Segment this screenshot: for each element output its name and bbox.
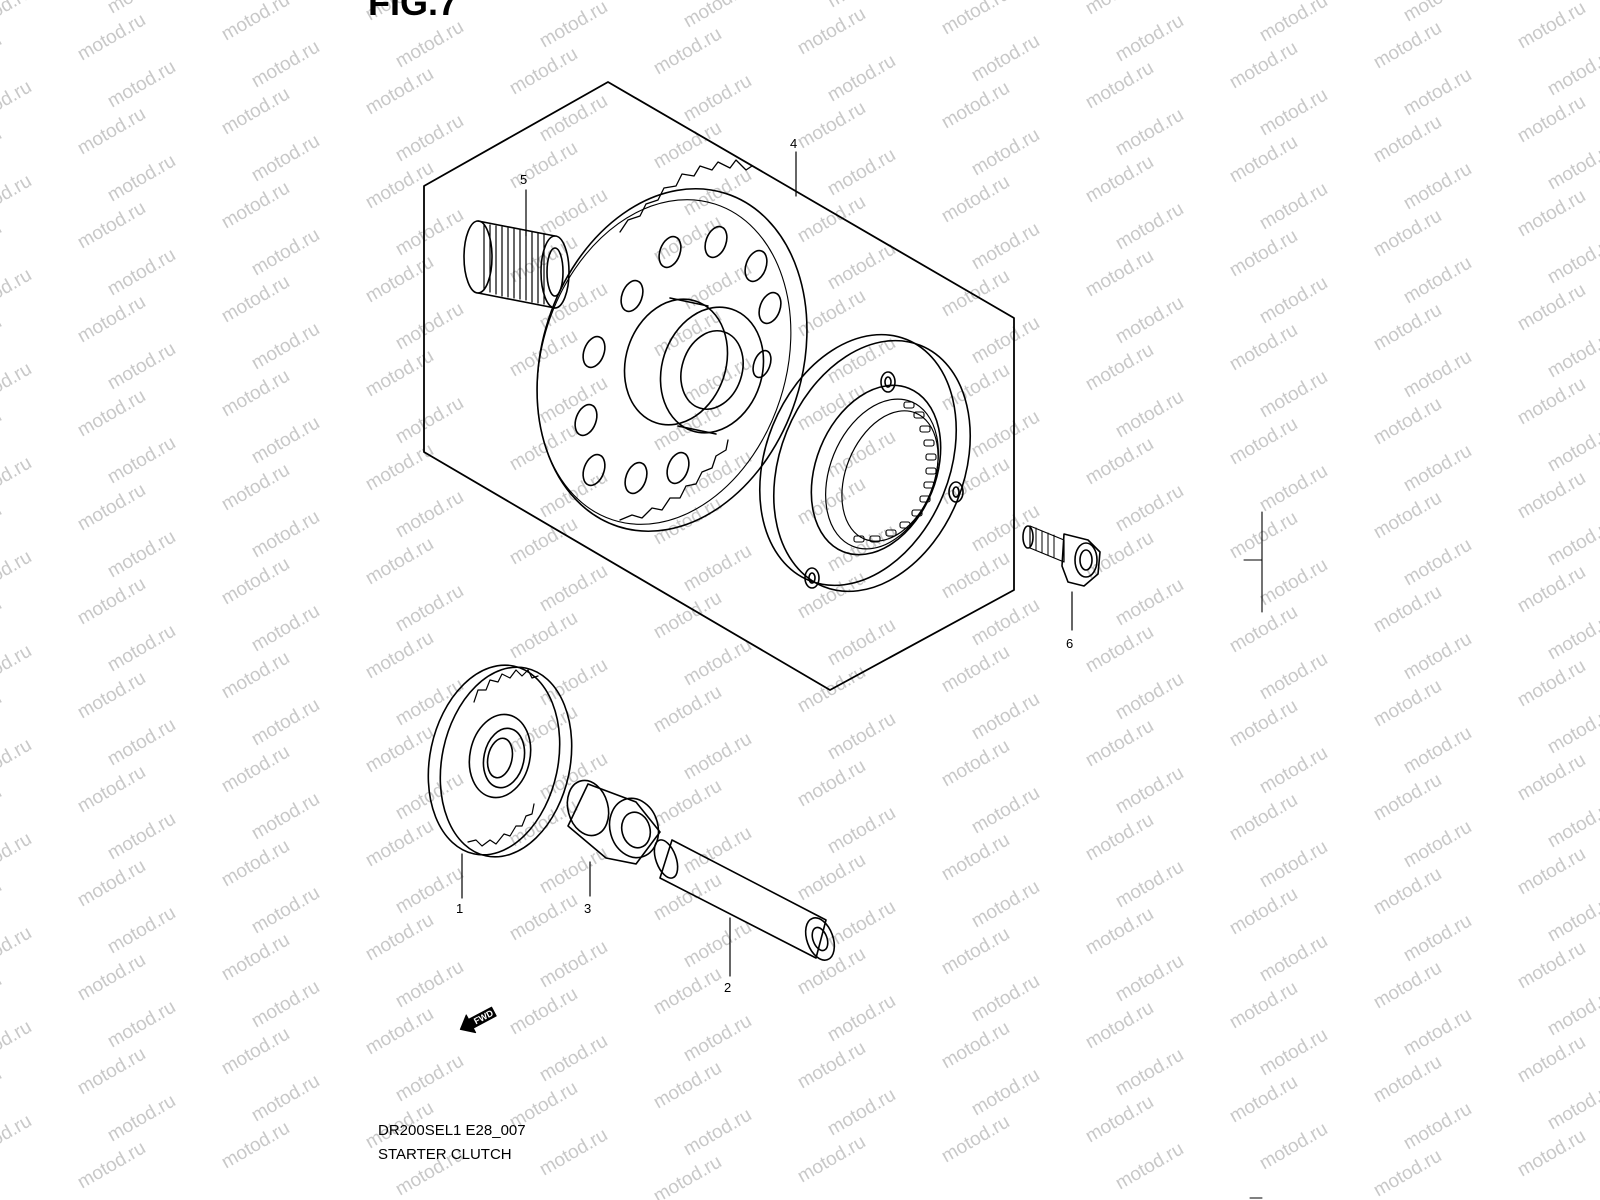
needle-bearing-part-5	[463, 220, 570, 309]
bolt-part-6	[1022, 525, 1101, 587]
starter-clutch-assembly-part-4	[758, 333, 972, 593]
callout-3: 3	[584, 901, 591, 916]
assembly-boundary	[423, 81, 1015, 691]
figure-name-label: STARTER CLUTCH	[378, 1146, 512, 1163]
reference-mark	[1243, 511, 1263, 613]
model-code-label: DR200SEL1 E28_007	[378, 1122, 526, 1139]
idle-gear-part-1	[427, 664, 573, 858]
callout-1: 1	[456, 901, 463, 916]
callout-6: 6	[1066, 636, 1073, 651]
callout-2: 2	[724, 980, 731, 995]
callout-5: 5	[520, 172, 527, 187]
figure-title: FIG.7	[368, 0, 459, 23]
fwd-arrow-icon: FWD	[459, 1006, 497, 1034]
callout-4: 4	[790, 136, 797, 151]
shaft-part-2	[653, 839, 836, 961]
starter-driven-gear-part-4	[536, 159, 808, 533]
spacer-part-3	[566, 779, 661, 865]
leader-lines	[461, 151, 1073, 977]
